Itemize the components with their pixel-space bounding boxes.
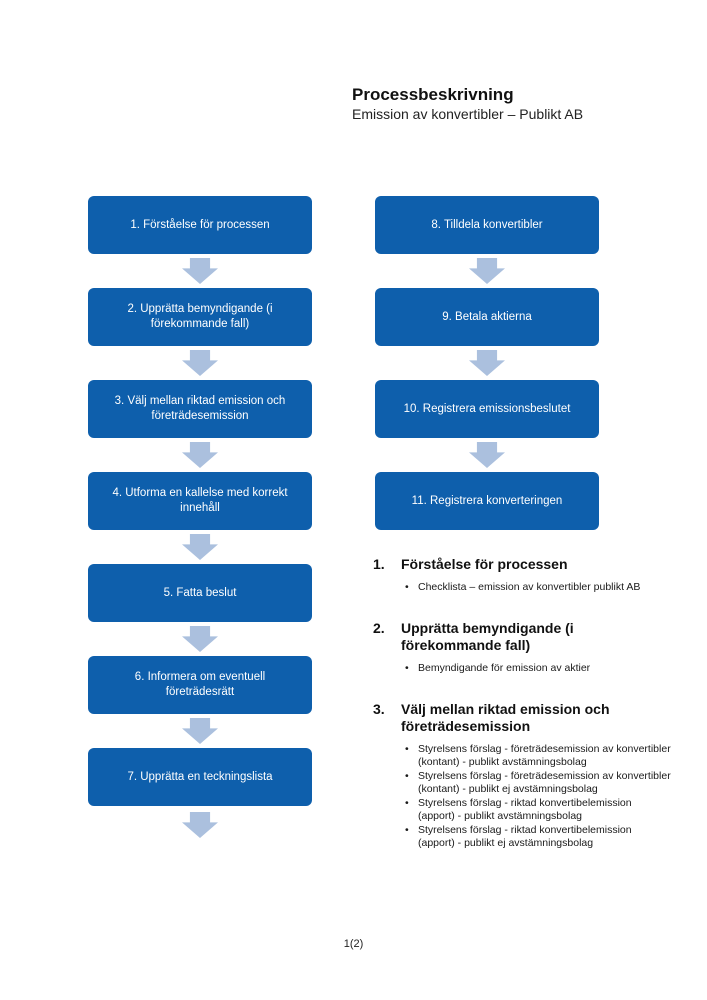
down-arrow-icon: [182, 350, 218, 376]
flow-step-8: 8. Tilldela konvertibler: [375, 196, 599, 254]
section-2-heading: Upprätta bemyndigande (i förekommande fa…: [401, 619, 574, 654]
down-arrow-icon: [182, 718, 218, 744]
flow-step-9: 9. Betala aktierna: [375, 288, 599, 346]
section-2-number: 2.: [373, 619, 385, 636]
flow-step-11-label: 11. Registrera konverteringen: [411, 494, 563, 507]
section-2: 2. Upprätta bemyndigande (i förekommande…: [373, 620, 671, 675]
flow-step-10: 10. Registrera emissionsbeslutet: [375, 380, 599, 438]
flow-step-3-label: 3. Välj mellan riktad emission och föret…: [114, 395, 286, 422]
down-arrow-icon: [469, 442, 505, 468]
bullet-icon: •: [405, 796, 409, 809]
bullet-icon: •: [405, 769, 409, 782]
down-arrow-icon: [182, 626, 218, 652]
flowchart-left-column: 1. Förståelse för processen 2. Upprätta …: [88, 196, 312, 842]
flow-step-8-label: 8. Tilldela konvertibler: [431, 218, 543, 231]
down-arrow-icon: [182, 534, 218, 560]
flow-step-6: 6. Informera om eventuell företrädesrätt: [88, 656, 312, 714]
flow-step-2: 2. Upprätta bemyndigande (i förekommande…: [88, 288, 312, 346]
list-item: • Styrelsens förslag - riktad konvertibe…: [405, 823, 632, 849]
flow-step-11: 11. Registrera konverteringen: [375, 472, 599, 530]
section-3-number: 3.: [373, 700, 385, 717]
section-3: 3. Välj mellan riktad emission och föret…: [373, 701, 671, 850]
list-item: • Bemyndigande för emission av aktier: [405, 661, 591, 674]
flow-step-5-label: 5. Fatta beslut: [163, 586, 237, 599]
flow-step-7: 7. Upprätta en teckningslista: [88, 748, 312, 806]
down-arrow-icon: [469, 350, 505, 376]
flow-step-1-label: 1. Förståelse för processen: [130, 218, 270, 231]
page-number: 1(2): [343, 938, 364, 950]
flow-step-6-label: 6. Informera om eventuell företrädesrätt: [134, 671, 266, 698]
flow-step-10-label: 10. Registrera emissionsbeslutet: [403, 402, 571, 415]
bullet-icon: •: [405, 580, 409, 593]
flow-step-9-label: 9. Betala aktierna: [442, 310, 532, 323]
flowchart-right-column: 8. Tilldela konvertibler 9. Betala aktie…: [375, 196, 599, 530]
bullet-icon: •: [405, 661, 409, 674]
down-arrow-icon: [469, 258, 505, 284]
page-subtitle: Emission av konvertibler – Publikt AB: [352, 105, 584, 122]
page-title: Processbeskrivning: [352, 85, 514, 104]
list-item: • Checklista – emission av konvertibler …: [405, 580, 641, 593]
section-1: 1. Förståelse för processen • Checklista…: [373, 556, 671, 594]
flow-step-4: 4. Utforma en kallelse med korrekt inneh…: [88, 472, 312, 530]
list-item: • Styrelsens förslag - företrädesemissio…: [405, 742, 671, 768]
description-sections: 1. Förståelse för processen • Checklista…: [373, 556, 671, 876]
flow-step-3: 3. Välj mellan riktad emission och föret…: [88, 380, 312, 438]
flow-step-4-label: 4. Utforma en kallelse med korrekt inneh…: [112, 487, 288, 514]
down-arrow-icon: [182, 442, 218, 468]
flow-step-7-label: 7. Upprätta en teckningslista: [127, 770, 273, 783]
section-1-heading: Förståelse för processen: [401, 556, 568, 572]
flow-step-2-label: 2. Upprätta bemyndigande (i förekommande…: [127, 303, 273, 330]
list-item: • Styrelsens förslag - företrädesemissio…: [405, 769, 671, 795]
flow-step-1: 1. Förståelse för processen: [88, 196, 312, 254]
section-3-heading: Välj mellan riktad emission och företräd…: [401, 700, 610, 735]
down-arrow-icon: [182, 812, 218, 838]
title-block: Processbeskrivning Emission av konvertib…: [352, 85, 583, 123]
down-arrow-icon: [182, 258, 218, 284]
flow-step-5: 5. Fatta beslut: [88, 564, 312, 622]
list-item: • Styrelsens förslag - riktad konvertibe…: [405, 796, 632, 822]
bullet-icon: •: [405, 742, 409, 755]
section-1-number: 1.: [373, 556, 385, 572]
bullet-icon: •: [405, 823, 409, 836]
